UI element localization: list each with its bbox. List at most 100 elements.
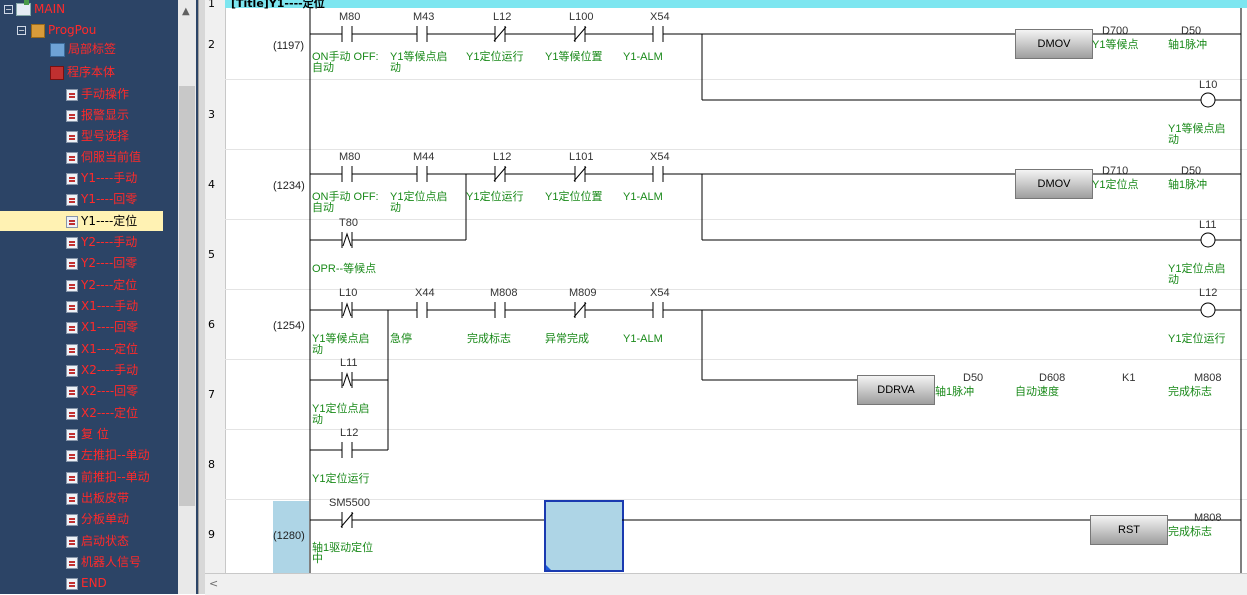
tree-node-program[interactable]: X2----手动 — [66, 360, 138, 380]
contact-device[interactable]: M80 — [339, 151, 361, 163]
operand-device[interactable]: M808 — [1194, 512, 1222, 524]
tree-node-program[interactable]: Y2----回零 — [66, 253, 137, 273]
tree-node-program[interactable]: Y1----手动 — [66, 168, 137, 188]
contact-device[interactable]: M808 — [490, 287, 518, 299]
tree-node-program[interactable]: Y2----定位 — [66, 275, 137, 295]
scroll-up-icon[interactable]: ▲ — [182, 6, 190, 17]
program-icon — [66, 236, 78, 249]
instruction-block[interactable]: DMOV — [1015, 29, 1093, 59]
tree-node-program[interactable]: X2----定位 — [66, 403, 138, 423]
operand-device[interactable]: K1 — [1122, 372, 1136, 384]
tree-node-program[interactable]: 型号选择 — [66, 126, 129, 146]
row-number: 3 — [208, 108, 215, 121]
contact-comment: Y1定位位置 — [545, 191, 603, 203]
coil-comment: Y1等候点启 动 — [1168, 123, 1226, 146]
operand-device[interactable]: M808 — [1194, 372, 1222, 384]
scroll-left-icon[interactable]: < — [209, 577, 219, 590]
contact-device[interactable]: L11 — [340, 357, 358, 369]
tree-node-local-labels[interactable]: 局部标签 — [50, 39, 116, 59]
contact-device[interactable]: L12 — [493, 151, 512, 163]
program-icon — [66, 300, 78, 313]
instruction-block[interactable]: DDRVA — [857, 375, 935, 405]
contact-device[interactable]: T80 — [339, 217, 358, 229]
tree-node-progpou[interactable]: − ProgPou — [17, 20, 96, 40]
contact-device[interactable]: SM5500 — [329, 497, 370, 509]
tree-scrollbar[interactable]: ▲ — [178, 0, 196, 594]
tree-node-program[interactable]: 伺服当前值 — [66, 147, 141, 167]
panel-splitter[interactable] — [198, 0, 205, 594]
tree-node-program[interactable]: 左推扣--单动 — [66, 445, 150, 465]
row-number: 7 — [208, 388, 215, 401]
tree-node-program[interactable]: 报警显示 — [66, 105, 129, 125]
tree-node-program[interactable]: 启动状态 — [66, 531, 129, 551]
tree-node-program[interactable]: 机器人信号 — [66, 552, 141, 572]
tree-node-program[interactable]: 手动操作 — [66, 84, 129, 104]
operand-device[interactable]: D710 — [1102, 165, 1129, 177]
edit-cursor[interactable] — [544, 500, 624, 572]
contact-device[interactable]: X54 — [650, 287, 670, 299]
contact-device[interactable]: X54 — [650, 11, 670, 23]
row-number: 6 — [208, 318, 215, 331]
contact-comment: Y1等候点启 动 — [390, 51, 448, 74]
tree-node-label: 报警显示 — [81, 108, 130, 122]
tree-node-label: 手动操作 — [81, 87, 130, 101]
tree-node-program-selected[interactable]: Y1----定位 — [0, 211, 163, 231]
horizontal-scrollbar[interactable]: < — [205, 573, 1247, 595]
contact-comment: Y1等候点启 动 — [312, 333, 370, 356]
operand-device[interactable]: D700 — [1102, 25, 1129, 37]
program-icon — [66, 88, 78, 101]
program-icon — [66, 428, 78, 441]
program-icon — [66, 449, 78, 462]
step-number: (1254) — [273, 320, 305, 332]
tree-node-program-body[interactable]: 程序本体 — [50, 62, 115, 82]
operand-device[interactable]: D50 — [963, 372, 984, 384]
coil-device[interactable]: L12 — [1199, 287, 1218, 299]
contact-device[interactable]: L101 — [569, 151, 594, 163]
instruction-block[interactable]: RST — [1090, 515, 1168, 545]
ladder-diagram — [309, 8, 1242, 573]
tree-node-label: END — [81, 576, 107, 590]
tree-node-main[interactable]: − MAIN — [4, 0, 65, 19]
contact-device[interactable]: L12 — [493, 11, 512, 23]
program-icon — [66, 321, 78, 334]
program-icon — [66, 172, 78, 185]
contact-device[interactable]: L12 — [340, 427, 359, 439]
contact-device[interactable]: L10 — [339, 287, 358, 299]
tree-node-program[interactable]: Y1----回零 — [66, 189, 137, 209]
program-icon — [66, 407, 78, 420]
contact-device[interactable]: X44 — [415, 287, 435, 299]
collapse-toggle-icon[interactable]: − — [17, 26, 26, 35]
tree-node-program[interactable]: END — [66, 573, 107, 593]
operand-device[interactable]: D50 — [1181, 165, 1202, 177]
contact-device[interactable]: M809 — [569, 287, 597, 299]
tree-node-label: 前推扣--单动 — [81, 470, 150, 484]
tree-node-program[interactable]: Y2----手动 — [66, 232, 137, 252]
tree-node-program[interactable]: 前推扣--单动 — [66, 467, 150, 487]
tree-node-program[interactable]: X1----回零 — [66, 317, 138, 337]
collapse-toggle-icon[interactable]: − — [4, 5, 13, 14]
main-icon — [16, 0, 31, 16]
coil-device[interactable]: L11 — [1199, 219, 1217, 231]
current-step-highlight — [273, 501, 309, 573]
scrollbar-thumb[interactable] — [179, 86, 195, 506]
row-number: 8 — [208, 458, 215, 471]
tree-node-program[interactable]: 复 位 — [66, 424, 109, 444]
tree-node-program[interactable]: X1----定位 — [66, 339, 138, 359]
instruction-block[interactable]: DMOV — [1015, 169, 1093, 199]
step-number: (1280) — [273, 530, 305, 542]
tree-node-program[interactable]: X1----手动 — [66, 296, 138, 316]
ladder-editor[interactable]: 1 2 3 4 5 6 7 8 9 [Title]Y1----定位 — [205, 0, 1247, 595]
operand-comment: 轴1脉冲 — [1168, 39, 1208, 51]
tree-node-program[interactable]: X2----回零 — [66, 381, 138, 401]
tree-node-program[interactable]: 分板单动 — [66, 509, 129, 529]
contact-device[interactable]: X54 — [650, 151, 670, 163]
coil-device[interactable]: L10 — [1199, 79, 1218, 91]
operand-device[interactable]: D608 — [1039, 372, 1066, 384]
tree-node-program[interactable]: 出板皮带 — [66, 488, 129, 508]
contact-device[interactable]: M44 — [413, 151, 435, 163]
operand-device[interactable]: D50 — [1181, 25, 1202, 37]
operand-comment: 完成标志 — [1168, 526, 1212, 538]
contact-device[interactable]: M80 — [339, 11, 361, 23]
contact-device[interactable]: L100 — [569, 11, 594, 23]
contact-device[interactable]: M43 — [413, 11, 435, 23]
